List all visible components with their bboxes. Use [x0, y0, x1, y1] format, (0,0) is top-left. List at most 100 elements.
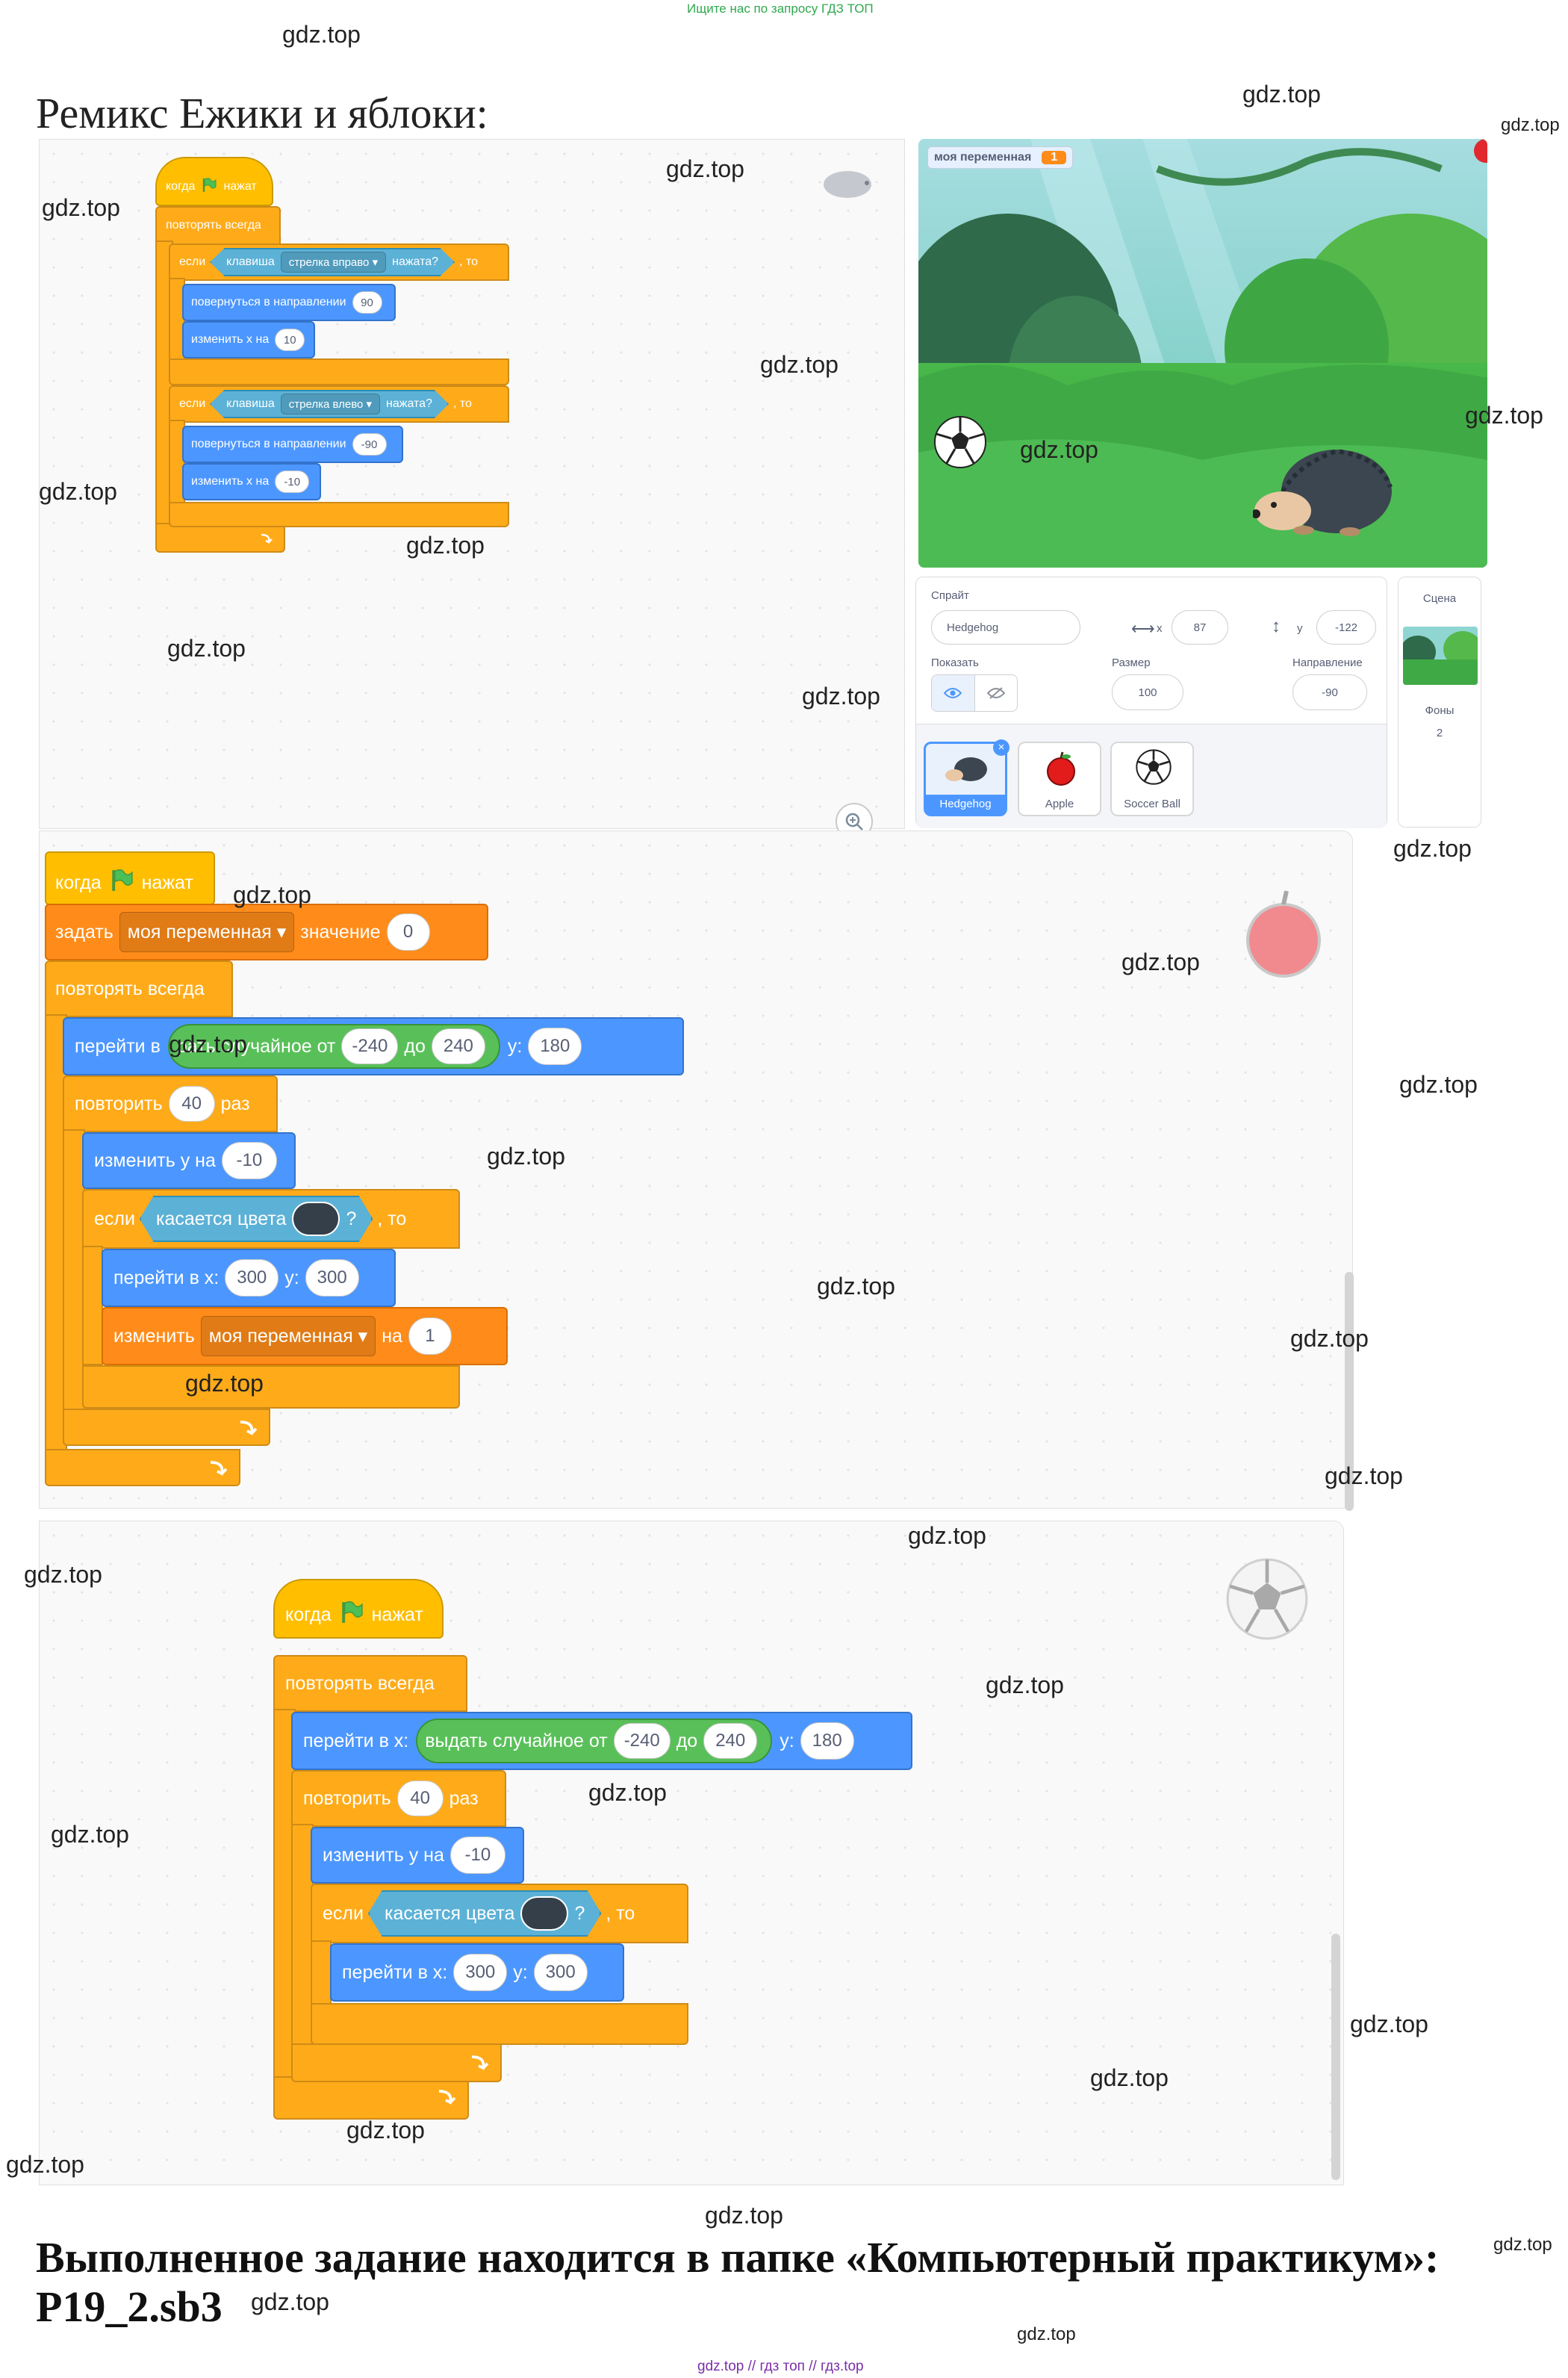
change-x-input[interactable]: 10: [275, 329, 305, 351]
direction-input[interactable]: -90: [352, 433, 387, 456]
forever-block[interactable]: повторять всегда: [155, 206, 281, 243]
key-dropdown[interactable]: стрелка влево ▾: [280, 394, 381, 415]
if-block-1[interactable]: если клавиша стрелка вправо ▾ нажата? , …: [169, 243, 509, 281]
color-picker[interactable]: [292, 1202, 340, 1236]
forever-block[interactable]: повторять всегда: [45, 960, 233, 1017]
repeat-count-input[interactable]: 40: [396, 1781, 444, 1816]
scene-label: Сцена: [1422, 592, 1457, 605]
block-label: перейти в x:: [342, 1961, 448, 1983]
y-input[interactable]: 180: [528, 1028, 582, 1065]
random-from-input[interactable]: -240: [613, 1723, 671, 1759]
watermark: gdz.top: [705, 2202, 783, 2229]
eye-hidden-icon[interactable]: [974, 675, 1017, 711]
sprite-info-pane: Спрайт Hedgehog ⟷ x 87 ↕ y -122 Показать…: [915, 577, 1387, 828]
go-to-xy-block[interactable]: перейти в x: 300 y: 300: [102, 1249, 396, 1307]
change-x-block-2[interactable]: изменить x на -10: [182, 463, 321, 500]
direction-input[interactable]: -90: [1292, 674, 1367, 710]
random-to-input[interactable]: 240: [703, 1723, 758, 1759]
when-flag-clicked-block[interactable]: когда нажат: [45, 851, 215, 905]
hedgehog-sprite[interactable]: [1251, 442, 1395, 538]
change-variable-block[interactable]: изменить моя переменная ▾ на 1: [102, 1307, 508, 1365]
repeat-block[interactable]: повторить 40 раз: [291, 1770, 506, 1827]
color-picker[interactable]: [520, 1896, 569, 1931]
touching-color-block[interactable]: касается цвета ?: [139, 1196, 373, 1242]
if-block-side: [311, 1940, 332, 2006]
show-toggle[interactable]: [931, 674, 1018, 712]
x-input[interactable]: 300: [453, 1954, 508, 1991]
variable-dropdown[interactable]: моя переменная ▾: [200, 1316, 376, 1356]
if-touching-color-block[interactable]: если касается цвета ? , то: [82, 1189, 460, 1249]
key-pressed-block[interactable]: клавиша стрелка вправо ▾ нажата?: [210, 248, 455, 276]
if-block-1-bottom: [169, 358, 509, 385]
forever-block[interactable]: повторять всегда: [273, 1655, 467, 1712]
change-x-input[interactable]: -10: [275, 471, 310, 493]
variable-monitor-value: 1: [1042, 151, 1067, 164]
set-value-input[interactable]: 0: [386, 913, 430, 951]
block-label: если: [94, 1208, 135, 1229]
eye-icon[interactable]: [932, 675, 974, 711]
direction-input[interactable]: 90: [352, 291, 382, 314]
y-input[interactable]: 300: [533, 1954, 588, 1991]
pick-random-block[interactable]: выдать случайное от -240 до 240: [416, 1719, 773, 1763]
variable-dropdown[interactable]: моя переменная ▾: [119, 912, 295, 952]
delete-sprite-icon[interactable]: ×: [993, 739, 1009, 756]
repeat-block[interactable]: повторить 40 раз: [63, 1075, 278, 1132]
block-label: перейти в: [75, 1035, 161, 1057]
go-to-random-block[interactable]: перейти в x: выдать случайное от -240 до…: [291, 1712, 912, 1770]
when-flag-clicked-block[interactable]: когда нажат: [273, 1579, 444, 1639]
point-direction-block-2[interactable]: повернуться в направлении -90: [182, 426, 403, 463]
pick-random-block[interactable]: рать случайное от -240 до 240: [167, 1024, 500, 1069]
dropdown-value: стрелка влево: [288, 397, 364, 411]
block-label: нажат: [371, 1604, 423, 1625]
block-label: изменить: [113, 1325, 195, 1347]
go-to-random-block[interactable]: перейти в рать случайное от -240 до 240 …: [63, 1017, 684, 1075]
repeat-count-input[interactable]: 40: [168, 1086, 215, 1122]
change-y-input[interactable]: -10: [449, 1837, 505, 1874]
y-input[interactable]: -122: [1316, 610, 1376, 645]
x-input[interactable]: 300: [225, 1259, 279, 1297]
key-dropdown[interactable]: стрелка вправо ▾: [280, 252, 387, 273]
ball-code-area[interactable]: [39, 1521, 1344, 2185]
point-direction-block-1[interactable]: повернуться в направлении 90: [182, 284, 396, 321]
vertical-scrollbar[interactable]: [1331, 1934, 1340, 2180]
repeat-block-bottom: [63, 1409, 270, 1446]
touching-color-block[interactable]: касается цвета ?: [367, 1890, 602, 1937]
apple-sprite-thumbnail-icon: [1239, 888, 1328, 978]
change-y-input[interactable]: -10: [221, 1142, 277, 1179]
change-y-block[interactable]: изменить у на -10: [82, 1132, 296, 1189]
key-pressed-block[interactable]: клавиша стрелка влево ▾ нажата?: [210, 390, 449, 418]
x-input[interactable]: 87: [1172, 610, 1228, 645]
watermark: gdz.top: [1090, 2064, 1169, 2091]
backdrop-thumbnail[interactable]: [1403, 627, 1478, 685]
sprite-tile-soccer-ball[interactable]: Soccer Ball: [1110, 742, 1194, 816]
scene-pane[interactable]: Сцена Фоны 2: [1398, 577, 1481, 828]
footer-text: Выполненное задание находится в папке «К…: [36, 2233, 1440, 2331]
change-x-block-1[interactable]: изменить x на 10: [182, 321, 315, 358]
random-from-input[interactable]: -240: [341, 1028, 399, 1064]
change-y-block[interactable]: изменить у на -10: [311, 1827, 524, 1884]
block-label: касается цвета: [155, 1208, 287, 1229]
y-input[interactable]: 300: [305, 1259, 359, 1297]
if-touching-color-block[interactable]: если касается цвета ? , то: [311, 1884, 688, 1943]
variable-monitor[interactable]: моя переменная 1: [927, 146, 1074, 169]
go-to-xy-block[interactable]: перейти в x: 300 y: 300: [330, 1943, 624, 2002]
block-label: клавиша: [226, 255, 275, 268]
size-input[interactable]: 100: [1112, 674, 1183, 710]
soccer-ball-sprite[interactable]: [933, 415, 987, 469]
sprite-name-field[interactable]: Hedgehog: [931, 610, 1080, 645]
stage[interactable]: моя переменная 1: [918, 139, 1487, 568]
random-to-input[interactable]: 240: [431, 1028, 485, 1064]
block-label: повторить: [303, 1787, 391, 1809]
when-flag-clicked-block[interactable]: когда нажат: [155, 157, 273, 206]
if-block-2[interactable]: если клавиша стрелка влево ▾ нажата? , т…: [169, 385, 509, 423]
y-input[interactable]: 180: [800, 1722, 854, 1760]
vertical-scrollbar[interactable]: [1345, 1272, 1354, 1511]
sprite-tile-apple[interactable]: Apple: [1018, 742, 1101, 816]
stop-button[interactable]: [1474, 139, 1487, 163]
watermark: gdz.top: [802, 683, 880, 710]
sprite-tile-hedgehog[interactable]: × Hedgehog: [924, 739, 1009, 816]
hedgehog-thumbnail-icon: [945, 757, 987, 781]
change-value-input[interactable]: 1: [408, 1317, 452, 1355]
green-flag-icon: [109, 868, 134, 898]
set-variable-block[interactable]: задать моя переменная ▾ значение 0: [45, 904, 488, 960]
